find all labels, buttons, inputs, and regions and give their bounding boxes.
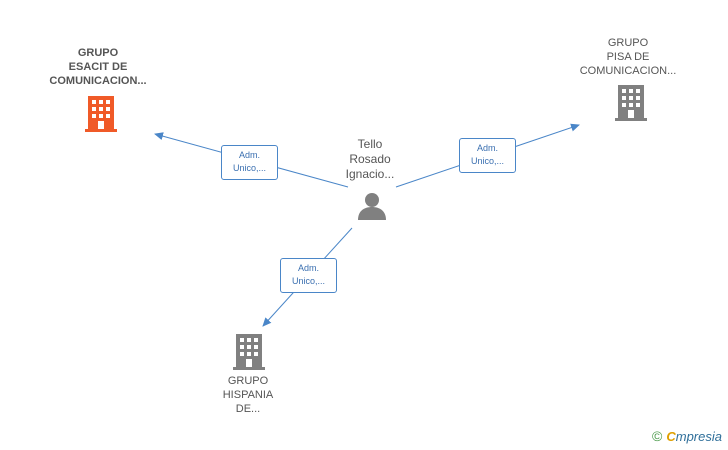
edge-label-esacit[interactable]: Adm. Unico,...: [221, 145, 278, 180]
node-label-line: GRUPO: [607, 37, 649, 49]
copyright-icon: ©: [652, 428, 663, 444]
building-icon[interactable]: [85, 96, 117, 132]
node-label-line: PISA DE: [606, 51, 650, 63]
edge-label-pisa[interactable]: Adm. Unico,...: [459, 138, 516, 173]
node-label-line: COMUNICACION...: [49, 75, 147, 87]
node-label-line: Tello: [357, 137, 383, 151]
node-label-esacit[interactable]: GRUPO ESACIT DE COMUNICACION...: [28, 46, 168, 88]
node-label-line: COMUNICACION...: [579, 65, 677, 77]
node-label-line: GRUPO: [227, 375, 269, 387]
edge-label-line: Adm.: [297, 263, 319, 273]
building-icon[interactable]: [615, 85, 647, 121]
brand-logo-text: mpresia: [675, 429, 722, 444]
person-icon[interactable]: [357, 192, 387, 220]
node-label-line: GRUPO: [77, 47, 119, 59]
node-label-pisa[interactable]: GRUPO PISA DE COMUNICACION...: [558, 36, 698, 78]
edge-label-line: Unico,...: [470, 156, 504, 166]
node-label-line: Rosado: [349, 152, 391, 166]
edge-label-hispania[interactable]: Adm. Unico,...: [280, 258, 337, 293]
footer-brand: ©Cmpresia: [652, 428, 722, 444]
brand-logo: Cmpresia: [666, 429, 722, 444]
node-label-hispania[interactable]: GRUPO HISPANIA DE...: [178, 374, 318, 416]
node-label-line: HISPANIA: [222, 389, 274, 401]
node-label-line: Ignacio...: [345, 167, 395, 181]
node-label-person[interactable]: Tello Rosado Ignacio...: [310, 137, 430, 182]
brand-logo-initial: C: [666, 429, 676, 444]
node-label-line: ESACIT DE: [68, 61, 128, 73]
edge-label-line: Unico,...: [291, 276, 325, 286]
edge-label-line: Unico,...: [232, 163, 266, 173]
node-label-line: DE...: [235, 403, 261, 415]
building-icon[interactable]: [233, 334, 265, 370]
edge-label-line: Adm.: [476, 143, 498, 153]
edge-label-line: Adm.: [238, 150, 260, 160]
